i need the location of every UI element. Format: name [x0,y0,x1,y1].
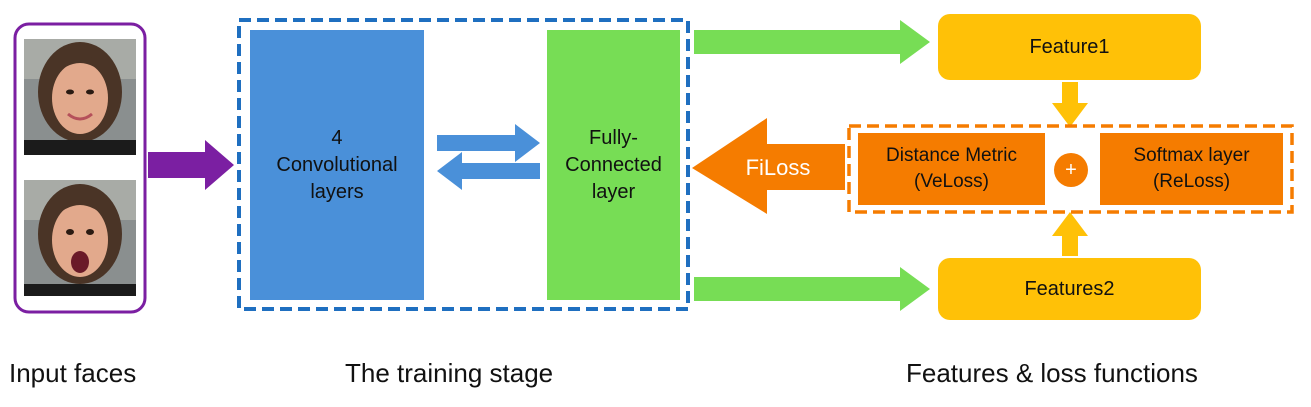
caption-features-loss: Features & loss functions [906,358,1198,388]
face-image-surprised [24,180,136,296]
input-arrow [148,140,234,190]
feature1-box [938,14,1201,80]
softmax-layer-box [1100,133,1283,205]
fc-layer-label: Fully- Connected layer [565,126,662,203]
plus-circle [1054,153,1088,187]
caption-input-faces: Input faces [9,358,137,388]
filoss-arrow [692,118,845,214]
feature2-arrow [694,267,930,311]
feature2-up-arrow [1052,212,1088,256]
distance-metric-label: Distance Metric (VeLoss) [886,145,1017,192]
distance-metric-box [858,133,1045,205]
filoss-label: FiLoss [745,155,811,181]
training-stage-frame [237,18,690,311]
backward-arrow [437,152,540,190]
feature2-label: Features2 [1024,277,1115,300]
feature1-down-arrow [1052,82,1088,127]
feature2-box [938,258,1201,320]
plus-sign: + [1065,158,1077,181]
feature1-arrow [694,20,930,64]
conv-layers-box [250,30,424,300]
caption-training-stage: The training stage [345,358,554,388]
conv-layers-label: 4 Convolutional layers [276,126,398,203]
face-image-neutral [24,39,136,155]
softmax-layer-label: Softmax layer (ReLoss) [1133,145,1250,192]
forward-arrow [437,124,540,162]
fc-layer-box [547,30,680,300]
feature1-label: Feature1 [1029,35,1110,58]
loss-functions-frame [847,124,1294,214]
